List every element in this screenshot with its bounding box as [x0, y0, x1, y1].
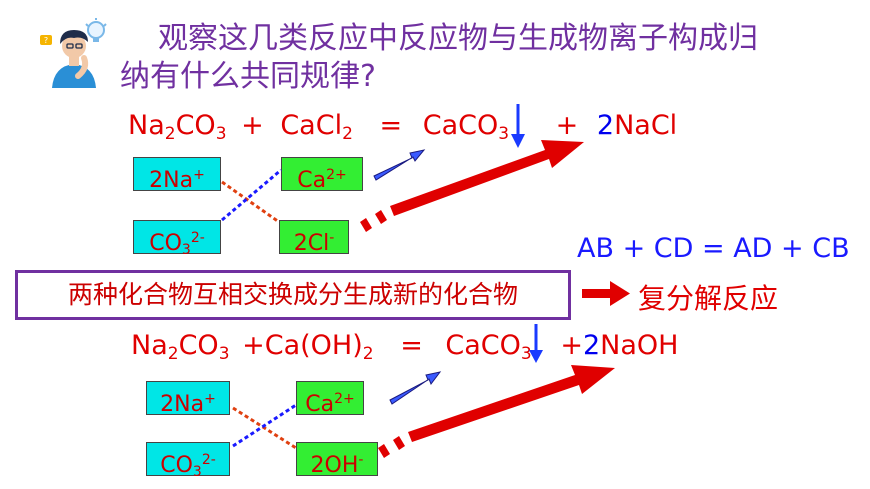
eq1-plus: + [555, 110, 579, 141]
eq2-plus: + [242, 330, 265, 361]
eq1-reactant-1b: CO [175, 110, 216, 141]
eq1-sub: 2 [164, 124, 176, 144]
right-arrow-icon [582, 281, 630, 306]
eq2-product-2: NaOH [600, 330, 679, 361]
ion-label: Ca [297, 168, 327, 193]
ion-label: 2Na [149, 168, 194, 193]
eq1-product-2: NaCl [614, 110, 678, 141]
eq1-plus: + [241, 110, 264, 141]
eq1-equals: = [379, 110, 403, 141]
equation-1: Na2CO3 + CaCl2 = CaCO3 + 2NaCl [128, 110, 677, 144]
ion-charge: - [329, 230, 335, 246]
ion-box-co3-2: CO32- [146, 442, 230, 480]
ion-label: 2Cl [293, 231, 330, 256]
eq1-sub: 3 [215, 124, 227, 144]
ion-box-oh-2: 2OH- [296, 442, 378, 478]
question-line-2: 纳有什么共同规律? [120, 59, 376, 94]
ion-label: 2Na [160, 392, 205, 417]
eq2-sub: 3 [218, 344, 230, 364]
eq2-product-1: CaCO [445, 330, 521, 361]
ion-label: 2OH [310, 453, 359, 478]
blue-arrow-icon [373, 149, 426, 181]
equation-2: Na2CO3 +Ca(OH)2 = CaCO3 +2NaOH [131, 330, 678, 364]
ion-sub: 3 [192, 464, 202, 480]
ion-box-2na-1: 2Na+ [133, 157, 221, 193]
precipitate-arrow-down-icon [529, 324, 543, 363]
ion-charge: + [204, 391, 216, 407]
ion-sub: 3 [181, 242, 191, 258]
cross-line-red [232, 406, 297, 450]
ion-charge: 2- [190, 230, 205, 246]
blue-arrow-icon [389, 371, 442, 405]
result-text: 复分解反应 [638, 282, 779, 315]
eq2-reactant-1: Na [131, 330, 168, 361]
eq2-reactant-1b: CO [178, 330, 219, 361]
ion-box-cl-1: 2Cl- [279, 220, 349, 256]
cross-line-blue [221, 168, 282, 222]
eq2-plus: + [560, 330, 583, 361]
thinking-person-icon: ? [38, 18, 110, 88]
ion-box-co3-1: CO32- [133, 220, 221, 258]
question-text: 观察这几类反应中反应物与生成物离子构成归 纳有什么共同规律? [120, 20, 840, 96]
rule-box: 两种化合物互相交换成分生成新的化合物 [15, 270, 571, 320]
eq1-reactant-2: CaCl [280, 110, 343, 141]
ion-charge: 2+ [334, 391, 355, 407]
eq2-equals: = [400, 330, 423, 361]
eq2-sub: 2 [167, 344, 179, 364]
general-formula: AB + CD = AD + CB [577, 233, 850, 264]
svg-text:?: ? [44, 36, 48, 45]
ion-label: CO [149, 231, 182, 256]
ion-charge: + [193, 167, 205, 183]
ion-label: CO [160, 453, 193, 478]
ion-charge: - [358, 452, 364, 468]
ion-box-2na-2: 2Na+ [146, 381, 230, 417]
eq1-reactant-1: Na [128, 110, 165, 141]
eq1-sub: 3 [498, 124, 510, 144]
ion-charge: 2+ [326, 167, 347, 183]
ion-box-ca-2: Ca2+ [296, 381, 364, 417]
question-line-1: 观察这几类反应中反应物与生成物离子构成归 [158, 21, 758, 56]
eq1-sub: 2 [342, 124, 353, 144]
eq2-reactant-2: Ca(OH) [264, 330, 363, 361]
red-arrow-icon [378, 365, 615, 458]
precipitate-arrow-down-icon [511, 104, 525, 148]
eq1-coefficient: 2 [596, 110, 615, 141]
ion-box-ca-1: Ca2+ [281, 157, 363, 193]
red-arrow-icon [360, 140, 584, 232]
ion-charge: 2- [201, 452, 216, 468]
cross-line-red [221, 180, 280, 224]
ion-label: Ca [305, 392, 335, 417]
cross-line-blue [232, 403, 297, 448]
eq2-sub: 2 [362, 344, 374, 364]
eq2-coefficient: 2 [582, 330, 601, 361]
eq1-product-1: CaCO [422, 110, 499, 141]
eq2-sub: 3 [520, 344, 532, 364]
